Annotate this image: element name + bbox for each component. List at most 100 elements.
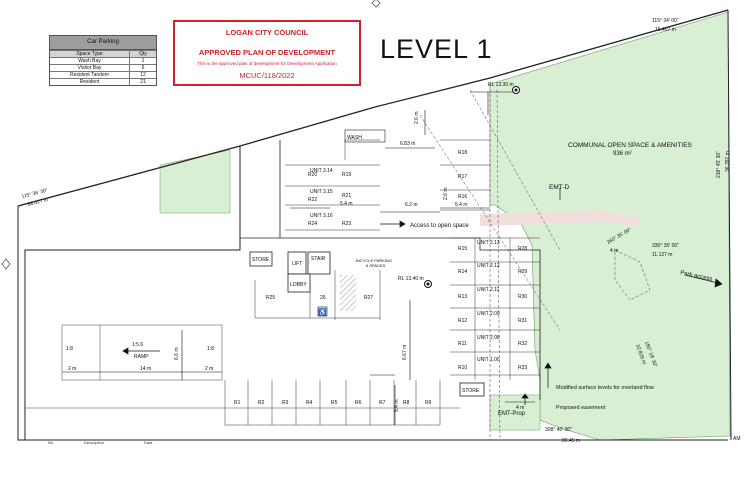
dim-2-6b: 2.6 m	[443, 187, 449, 200]
table-row: Resident Tandem 12	[50, 71, 156, 78]
unit-label: UNIT 2.09	[477, 311, 500, 317]
level-title: LEVEL 1	[380, 34, 493, 64]
row-qty: 21	[140, 79, 146, 85]
bearing-top-len: 15.407 m	[655, 27, 676, 33]
bay-label: R30	[518, 294, 527, 300]
dim-5-4c: 5.4 m	[394, 399, 400, 412]
bay-label: R32	[518, 341, 527, 347]
bearing-mid2: 330° 35' 00"	[652, 243, 679, 249]
bay-label: R29	[518, 269, 527, 275]
green-strip-bottom	[489, 394, 541, 431]
unit-label: UNIT 3.14	[310, 168, 333, 174]
stair-label: STAIR	[311, 256, 326, 262]
bay-label: R8	[403, 400, 410, 406]
bay-label: R6	[355, 400, 362, 406]
dim-14: 14 m	[140, 366, 151, 372]
ramp-grade: 1:5.6	[132, 342, 143, 348]
dim-2a: 2 m	[68, 366, 76, 372]
bearing-right: 218° 45' 30"	[716, 151, 722, 178]
bay-label: R19	[342, 172, 351, 178]
bay-label: R21	[342, 193, 351, 199]
rl-mid-label: RL 13.40 m	[398, 276, 424, 282]
bay-label: R22	[308, 197, 317, 203]
communal-label: COMMUNAL OPEN SPACE & AMENITIES	[568, 142, 693, 149]
grade-left: 1:8	[66, 346, 73, 352]
dim-4: 4 m	[516, 405, 524, 411]
site-boundary	[17, 9, 729, 207]
bay-label: R9	[425, 400, 432, 406]
footer-description: Description	[84, 440, 105, 445]
row-qty: 1	[141, 58, 145, 64]
overland-flow-label: Modified surface levels for overland flo…	[556, 385, 654, 391]
bay-label: R24	[308, 221, 317, 227]
footer-date: Date	[144, 440, 153, 445]
bay-label: R33	[518, 365, 527, 371]
council-approval-stamp: LOGAN CITY COUNCIL APPROVED PLAN OF DEVE…	[173, 20, 361, 86]
bay-label: R16	[458, 194, 467, 200]
top-page-arrow-icon[interactable]	[371, 0, 381, 8]
bicycle-label: BICYCLE PARKING	[356, 258, 392, 263]
bicycle-count: 6 SPACES	[366, 263, 386, 268]
store-room	[249, 251, 273, 267]
grade-right: 1:8	[207, 346, 214, 352]
dim-6-83: 6.83 m	[400, 141, 415, 147]
unit-label: UNIT 2.08	[477, 335, 500, 341]
bearing-bottom: 308° 40' 00"	[545, 427, 572, 433]
bearing-mid1-len: 4 m	[610, 248, 618, 254]
bearing-mid2-len: 11.127 m	[652, 252, 672, 258]
bay-label: R12	[458, 318, 467, 324]
bay-label: R20	[308, 172, 317, 178]
row-type: Resident Tandem	[50, 72, 130, 78]
side-code: AM	[733, 436, 741, 442]
green-strip-left	[159, 149, 231, 214]
open-space-access-path	[480, 210, 640, 226]
svg-text:♿: ♿	[318, 308, 327, 317]
emt-prop-label: EMT-Prop	[498, 411, 526, 417]
emt-d-label: EMT-D	[549, 184, 570, 191]
bearing-right-len: 36.397 m	[725, 151, 731, 172]
store-room-2	[459, 382, 485, 397]
approval-reference: MCUC/118/2022	[239, 71, 295, 80]
approval-title: APPROVED PLAN OF DEVELOPMENT	[198, 48, 336, 57]
table-row: Resident 21	[50, 78, 156, 85]
unit-label: UNIT 2.12	[477, 263, 500, 269]
bay-label: R5	[331, 400, 338, 406]
bay-label: R18	[458, 150, 467, 156]
bay-label: R10	[458, 365, 467, 371]
approval-note: This is the approved plan of development…	[197, 61, 337, 66]
table-row: Visitor Bay 6	[50, 64, 156, 71]
unit-label: UNIT 1.06	[477, 357, 500, 363]
lift-label: LIFT	[292, 261, 302, 267]
dim-6-2: 6.2 m	[405, 202, 418, 208]
bay-label: R27	[364, 295, 373, 301]
row-type: Wash Bay	[50, 58, 130, 64]
bay-label: R31	[518, 318, 527, 324]
unit-label: UNIT 3.16	[310, 213, 333, 219]
lobby-label: LOBBY	[290, 282, 307, 288]
footer-no: No	[48, 440, 54, 445]
dim-6-6: 6.6 m	[174, 347, 180, 360]
lobby	[287, 273, 311, 293]
wash-label: WASH	[347, 135, 362, 141]
bay-label: R14	[458, 269, 467, 275]
bay-label: R13	[458, 294, 467, 300]
unit-label: UNIT 2.11	[477, 287, 500, 293]
bay-label: R4	[306, 400, 313, 406]
council-name: LOGAN CITY COUNCIL	[225, 28, 309, 37]
bay-label: R23	[342, 221, 351, 227]
dim-2b: 2 m	[205, 366, 213, 372]
easement-label: Proposed easement	[556, 405, 606, 411]
header-space-type: Space Type	[50, 51, 130, 57]
header-qty: Qty	[139, 51, 147, 57]
previous-page-arrow-icon[interactable]	[1, 258, 11, 270]
bay-label: R15	[458, 246, 467, 252]
bicycle-hatch	[340, 275, 356, 311]
table-row: Wash Bay 1	[50, 57, 156, 64]
bay-label: R17	[458, 174, 467, 180]
unit-label: UNIT 3.15	[310, 189, 333, 195]
bearing-left-len: 68.417 m	[27, 197, 49, 208]
store-label-2: STORE	[462, 388, 480, 394]
stair-core	[307, 251, 331, 275]
ramp-area	[61, 324, 223, 381]
